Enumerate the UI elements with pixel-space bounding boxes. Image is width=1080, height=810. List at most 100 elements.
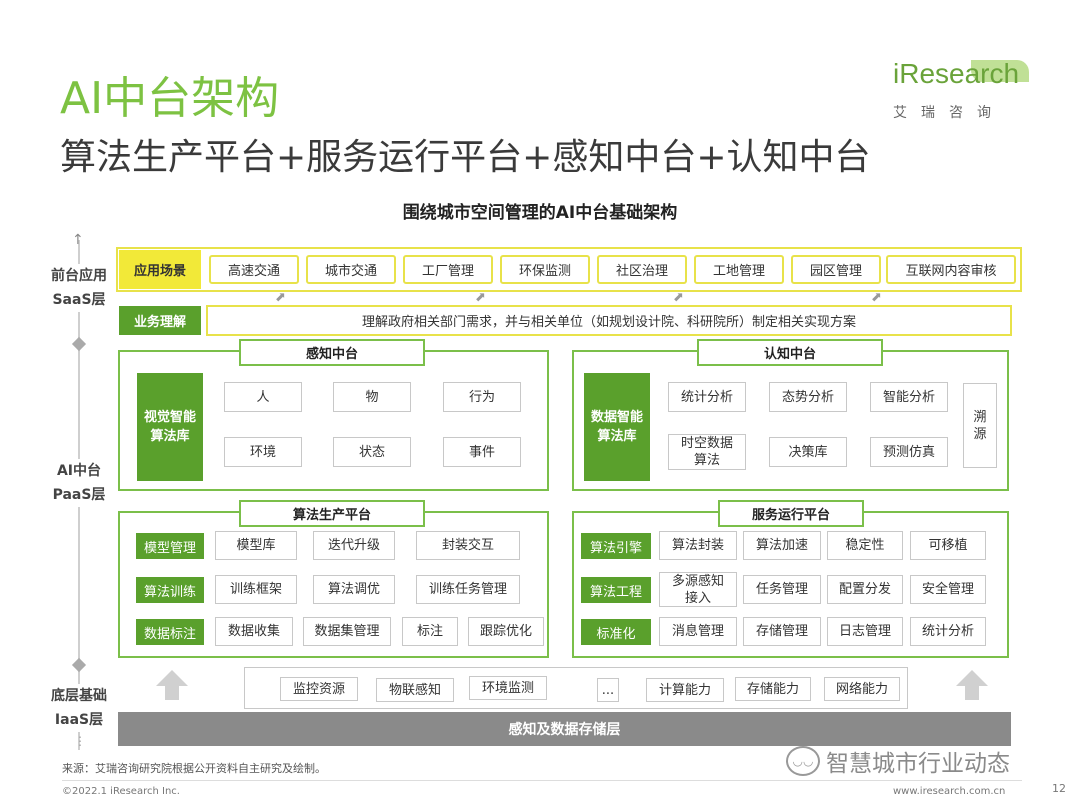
footer-divider xyxy=(62,780,1022,781)
infra-item: 存储能力 xyxy=(735,677,811,701)
cognition-cell: 智能分析 xyxy=(870,382,948,412)
scene-item: 工厂管理 xyxy=(403,255,493,284)
perception-lib-label: 视觉智能算法库 xyxy=(137,373,203,481)
perception-lib-text: 视觉智能算法库 xyxy=(143,410,196,444)
layer-name: AI中台 xyxy=(56,463,102,479)
service-run-cell: 算法加速 xyxy=(743,531,821,560)
layer-name: 底层基础 xyxy=(51,688,107,704)
layer-label-paas: AI中台 PaaS层 xyxy=(38,459,120,507)
cognition-lib-text: 数据智能算法库 xyxy=(590,410,643,444)
algo-prod-title: 算法生产平台 xyxy=(239,500,425,527)
perception-title: 感知中台 xyxy=(239,339,425,366)
perception-cell: 人 xyxy=(224,382,302,412)
infra-item: 物联感知 xyxy=(376,678,454,702)
algo-prod-row-label: 模型管理 xyxy=(136,533,204,559)
layer-label-saas: 前台应用 SaaS层 xyxy=(38,264,120,312)
axis-marker-icon xyxy=(71,336,87,352)
algo-prod-cell: 封装交互 xyxy=(416,531,520,560)
algo-prod-row-label: 数据标注 xyxy=(136,619,204,645)
page-subtitle: 算法生产平台+服务运行平台+感知中台+认知中台 xyxy=(60,137,871,178)
service-run-cell: 多源感知接入 xyxy=(659,572,737,607)
logo-swoosh-icon xyxy=(971,60,1029,82)
service-run-cell: 任务管理 xyxy=(743,575,821,604)
cognition-side-text: 溯源 xyxy=(973,409,987,442)
service-run-cell: 稳定性 xyxy=(827,531,903,560)
service-run-cell: 日志管理 xyxy=(827,617,903,646)
page-title: AI中台架构 xyxy=(60,73,280,124)
service-run-cell-text: 多源感知接入 xyxy=(671,573,724,606)
app-scene-frame xyxy=(116,247,1022,292)
iresearch-logo: iResearch 艾瑞咨询 xyxy=(893,58,1029,128)
app-scene-tag: 应用场景 xyxy=(119,250,201,289)
scene-item: 社区治理 xyxy=(597,255,687,284)
service-run-cell: 可移植 xyxy=(910,531,986,560)
infra-item: 监控资源 xyxy=(280,677,358,701)
watermark: ◡◡ 智慧城市行业动态 xyxy=(786,744,1010,778)
source-note: 来源：艾瑞咨询研究院根据公开资料自主研究及绘制。 xyxy=(62,762,326,775)
cognition-title: 认知中台 xyxy=(697,339,883,366)
perception-cell: 行为 xyxy=(443,382,521,412)
service-run-cell: 配置分发 xyxy=(827,575,903,604)
service-run-cell: 统计分析 xyxy=(910,617,986,646)
infra-frame xyxy=(244,667,908,709)
cognition-cell: 态势分析 xyxy=(769,382,847,412)
algo-prod-cell: 算法调优 xyxy=(313,575,395,604)
business-text: 理解政府相关部门需求，并与相关单位（如规划设计院、科研院所）制定相关实现方案 xyxy=(206,305,1012,336)
cognition-cell: 预测仿真 xyxy=(870,437,948,467)
scene-item: 城市交通 xyxy=(306,255,396,284)
cognition-side-cell: 溯源 xyxy=(963,383,997,468)
service-run-row-label: 算法引擎 xyxy=(581,533,651,559)
perception-cell: 事件 xyxy=(443,437,521,467)
cognition-cell: 时空数据算法 xyxy=(668,434,746,470)
axis-up-arrow-icon: ↑ xyxy=(72,232,84,248)
algo-prod-cell: 模型库 xyxy=(215,531,297,560)
layer-label-iaas: 底层基础 IaaS层 xyxy=(38,684,120,732)
layer-code: PaaS层 xyxy=(52,487,106,503)
infra-item: 环境监测 xyxy=(469,676,547,700)
service-run-cell: 算法封装 xyxy=(659,531,737,560)
service-run-cell: 存储管理 xyxy=(743,617,821,646)
footer-url: www.iresearch.com.cn xyxy=(893,786,1006,797)
page-number: 12 xyxy=(1052,782,1066,795)
up-arrow-left-icon xyxy=(156,670,188,700)
scene-item: 互联网内容审核 xyxy=(886,255,1016,284)
up-arrow-right-icon xyxy=(956,670,988,700)
cognition-lib-label: 数据智能算法库 xyxy=(584,373,650,481)
watermark-text: 智慧城市行业动态 xyxy=(826,751,1010,777)
scene-item: 环保监测 xyxy=(500,255,590,284)
flow-arrow-icon: ⬈ xyxy=(871,290,882,305)
business-tag: 业务理解 xyxy=(119,306,201,335)
layer-code: IaaS层 xyxy=(54,712,104,728)
logo-cn-text: 艾瑞咨询 xyxy=(893,105,1005,121)
service-run-row-label: 标准化 xyxy=(581,619,651,645)
service-run-row-label: 算法工程 xyxy=(581,577,651,603)
copyright: ©2022.1 iResearch Inc. xyxy=(62,786,180,797)
algo-prod-cell: 数据收集 xyxy=(215,617,293,646)
scene-item: 高速交通 xyxy=(209,255,299,284)
scene-item: 工地管理 xyxy=(694,255,784,284)
storage-layer-bar: 感知及数据存储层 xyxy=(118,712,1011,746)
perception-cell: 环境 xyxy=(224,437,302,467)
wechat-icon: ◡◡ xyxy=(786,746,820,776)
perception-cell: 物 xyxy=(333,382,411,412)
service-run-cell: 安全管理 xyxy=(910,575,986,604)
axis-marker-icon xyxy=(71,657,87,673)
infra-item: 网络能力 xyxy=(824,677,900,701)
algo-prod-cell: 训练框架 xyxy=(215,575,297,604)
scene-item: 园区管理 xyxy=(791,255,881,284)
cognition-cell: 决策库 xyxy=(769,437,847,467)
infra-item: ... xyxy=(597,678,619,702)
algo-prod-row-label: 算法训练 xyxy=(136,577,204,603)
service-run-cell: 消息管理 xyxy=(659,617,737,646)
flow-arrow-icon: ⬈ xyxy=(673,290,684,305)
algo-prod-cell: 数据集管理 xyxy=(303,617,391,646)
layer-code: SaaS层 xyxy=(52,292,106,308)
cognition-cell-text: 时空数据算法 xyxy=(680,436,733,468)
algo-prod-cell: 标注 xyxy=(402,617,458,646)
logo-wordmark: iResearch xyxy=(893,58,1020,89)
infra-item: 计算能力 xyxy=(646,678,724,702)
service-run-title: 服务运行平台 xyxy=(718,500,864,527)
flow-arrow-icon: ⬈ xyxy=(475,290,486,305)
layer-name: 前台应用 xyxy=(51,268,107,284)
cognition-cell: 统计分析 xyxy=(668,382,746,412)
